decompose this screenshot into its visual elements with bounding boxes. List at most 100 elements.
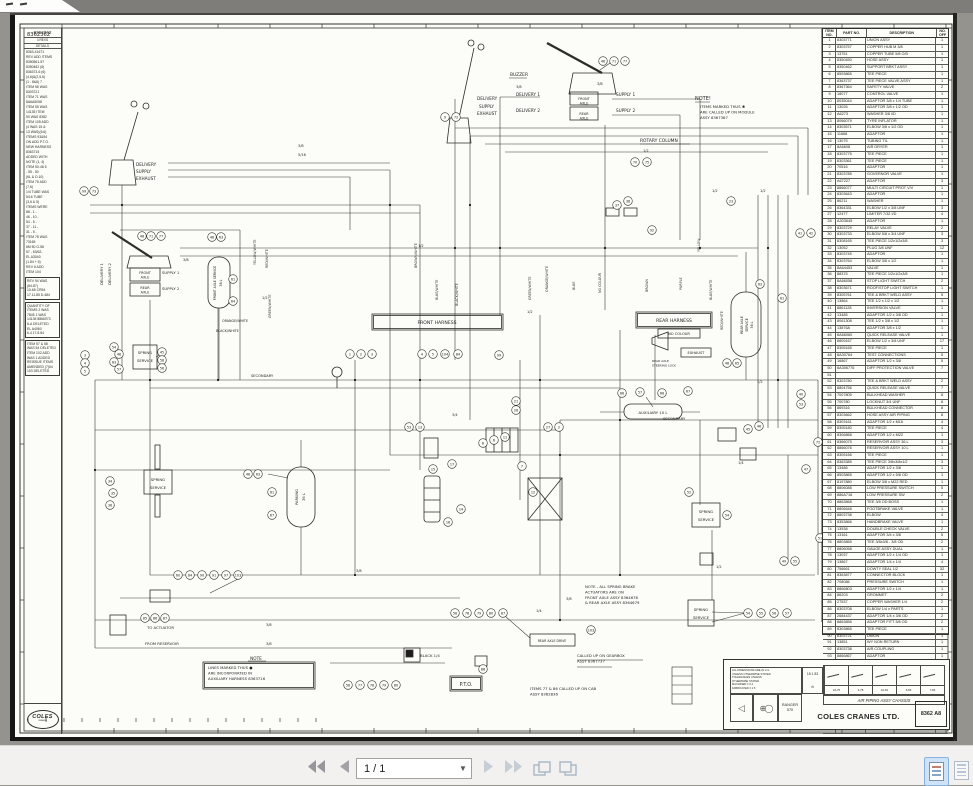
continuous-view-button[interactable] [951,758,971,783]
signature-cell: 10-81 [872,666,896,694]
description: TEE PIECE [866,71,936,78]
callout-number: 41 [798,231,802,235]
page-number-input[interactable]: 1 / 1 ▼ [356,758,472,779]
previous-page-button[interactable] [338,759,351,779]
revision-line: ITEMS WERE [26,205,48,210]
callout-number: 45 [160,350,164,354]
description: ADAPTOR [866,192,936,198]
single-page-view-button[interactable] [924,757,949,786]
description: DOWTY SEAL 1/2 [866,566,936,573]
projection-symbol: ⊕◯ [753,694,778,722]
schematic-label: YELLOW [697,238,701,252]
qty: 1 [940,553,944,558]
callout-number: 12 [531,490,535,494]
callout-number: 46 [601,59,605,63]
schematic-label: SUPPLY 1 [162,270,180,275]
qty: 1 [940,98,944,103]
callout-number: 36 [108,503,112,507]
part-no: 8866076 [836,446,866,453]
qty: 1 [940,640,944,645]
chevron-down-icon[interactable]: ▼ [459,764,467,773]
pdf-viewer-toolbar: 1 / 1 ▼ [0,745,973,786]
item-no: 40 [823,299,836,305]
callout-circle [456,504,466,514]
schematic-label: DELIVERY 1 [516,92,540,97]
description: LOCKNUT 3/4 UNF [866,399,936,406]
callout-number: 55 [793,559,797,563]
callout-circle [228,296,238,306]
description: DIFF PROTECTION VALVE [866,366,936,372]
description: INVERSION VALVE [866,305,936,312]
item-no: 17 [823,145,836,152]
description: TEE 3/8x3/8 - 3/8 OD [866,539,936,546]
qty: 4 [940,560,944,565]
callout-number: 48 [725,361,729,365]
revision-line: 836373-6 (6) [26,70,46,75]
next-view-button[interactable] [558,760,578,783]
callout-number: 5 [84,369,86,373]
callout-number: 48 [246,472,250,476]
callout-circle [415,422,425,432]
callout-number: 35 [111,491,115,495]
callout-number: 3 [84,353,86,357]
first-page-button[interactable] [306,759,326,779]
revision-line: 88 - 1 - [26,210,37,215]
qty: 1 [940,38,944,43]
qty: 1 [940,272,944,277]
browser-tab-fragment[interactable] [0,0,80,12]
next-page-button[interactable] [482,759,495,779]
signature-date: 10-81 [873,685,896,694]
qty: 4 [940,212,944,217]
callout-number: 58 [160,358,164,362]
qty: 8 [940,392,944,397]
callout-circle [511,396,521,406]
callout-number: 78 [465,611,469,615]
callout-circle [498,608,508,618]
description [866,372,936,379]
schematic-label: 1/2 [757,380,763,384]
qty: 8 [940,399,944,404]
reservoir-auxiliary [623,403,683,420]
col-description: DESCRIPTION [867,29,938,38]
qty: 1 [940,198,944,203]
previous-view-button[interactable] [532,760,552,783]
item-no: 30 [823,232,836,239]
item-no: 37 [823,279,836,285]
schematic-label: REAR AXLE [740,316,744,334]
revision-line: (1 - 8&6) 7 [26,80,43,85]
description: ADAPTOR 1/2 x 1/4 OD [866,553,936,560]
description: ADAPTOR 1/2 x 3/8 OD [866,312,936,319]
callout-number: 1 [349,352,351,356]
part-no: 18077 [836,91,866,98]
description: QUICK RELEASE VALVE [866,386,936,392]
callout-circle [137,231,147,241]
callout-circle [267,510,277,520]
callout-number: 79 [477,611,481,615]
description: ADAPTOR [866,165,936,172]
qty: 1 [940,45,944,50]
qty: 1 [940,145,944,150]
item-no: 57 [823,412,836,419]
part-no: 13876A [836,325,866,332]
last-page-button[interactable] [504,759,524,779]
schematic-label: BLUE [572,282,576,290]
part-no: 88375 [836,272,866,279]
item-no: 49 [823,359,836,366]
description: TEE PIECE [866,626,936,633]
qty: 1 [940,325,944,330]
schematic-label: BROWN/WHITE [414,243,418,268]
scanned-sheet[interactable]: 8362362 [10,13,957,741]
